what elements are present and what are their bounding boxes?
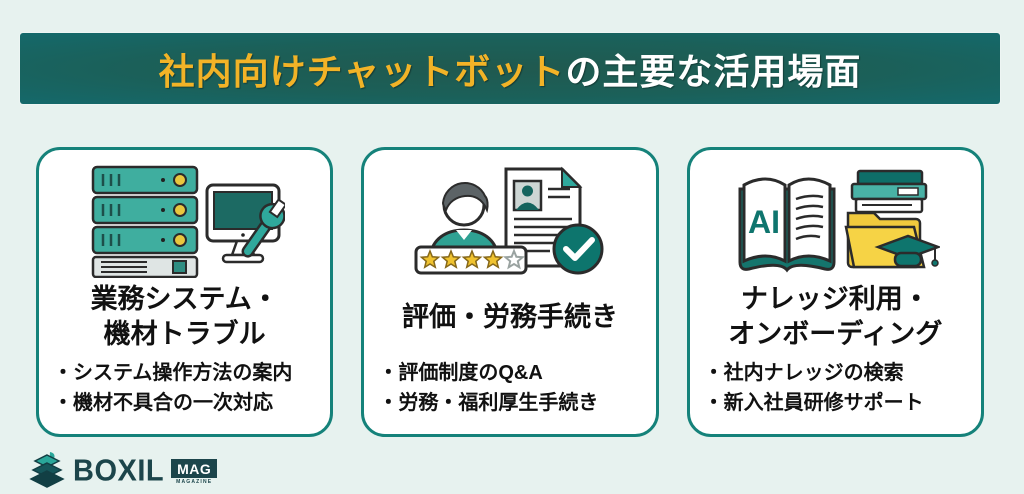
card-knowledge-onboarding: AI [686,147,984,437]
ai-book-folder-graduation-icon: AI [730,162,941,278]
brand-footer: BOXIL MAG MAGAZINE [28,450,218,493]
bullet-item: ・評価制度のQ&A [378,362,543,384]
page-title-rest: の主要な活用場面 [565,50,862,92]
title-banner: 社内向けチャットボットの主要な活用場面 [20,33,1000,104]
use-case-cards: 業務システム・ 機材トラブル ・システム操作方法の案内 ・機材不具合の一次対応 [36,147,984,437]
evaluation-document-check-icon [410,162,610,278]
card-title-line: 評価・労務手続き [401,301,618,332]
brand-badge: MAG MAGAZINE [171,459,218,485]
card-title-line: 機材トラブル [103,319,266,349]
page-title: 社内向けチャットボットの主要な活用場面 [159,43,862,95]
brand-badge-label: MAG [171,459,218,478]
card-business-system: 業務システム・ 機材トラブル ・システム操作方法の案内 ・機材不具合の一次対応 [36,147,334,437]
bullet-item: ・社内ナレッジの検索 [703,362,904,384]
card-title-line: オンボーディング [728,319,943,349]
brand-name: BOXIL [73,453,165,488]
card-title: ナレッジ利用・ オンボーディング [728,278,942,356]
card-bullets: ・システム操作方法の案内 ・機材不具合の一次対応 [51,358,318,420]
brand-badge-sub: MAGAZINE [176,479,213,485]
card-title-line: ナレッジ利用・ [740,284,930,315]
bullet-item: ・システム操作方法の案内 [53,362,293,384]
card-bullets: ・社内ナレッジの検索 ・新入社員研修サポート [702,358,969,420]
page-title-highlight: 社内向けチャットボット [158,50,566,92]
bullet-item: ・新入社員研修サポート [703,392,924,414]
ai-label: AI [748,204,780,240]
card-evaluation-labor: 評価・労務手続き ・評価制度のQ&A ・労務・福利厚生手続き [361,147,659,437]
bullet-item: ・機材不具合の一次対応 [53,392,273,414]
card-title-line: 業務システム・ [90,284,279,315]
boxil-logo-icon [28,450,66,493]
card-title: 業務システム・ 機材トラブル [91,278,279,356]
card-bullets: ・評価制度のQ&A ・労務・福利厚生手続き [376,358,643,420]
card-title: 評価・労務手続き [402,278,618,356]
bullet-item: ・労務・福利厚生手続き [378,392,599,414]
server-monitor-wrench-icon [85,162,285,278]
